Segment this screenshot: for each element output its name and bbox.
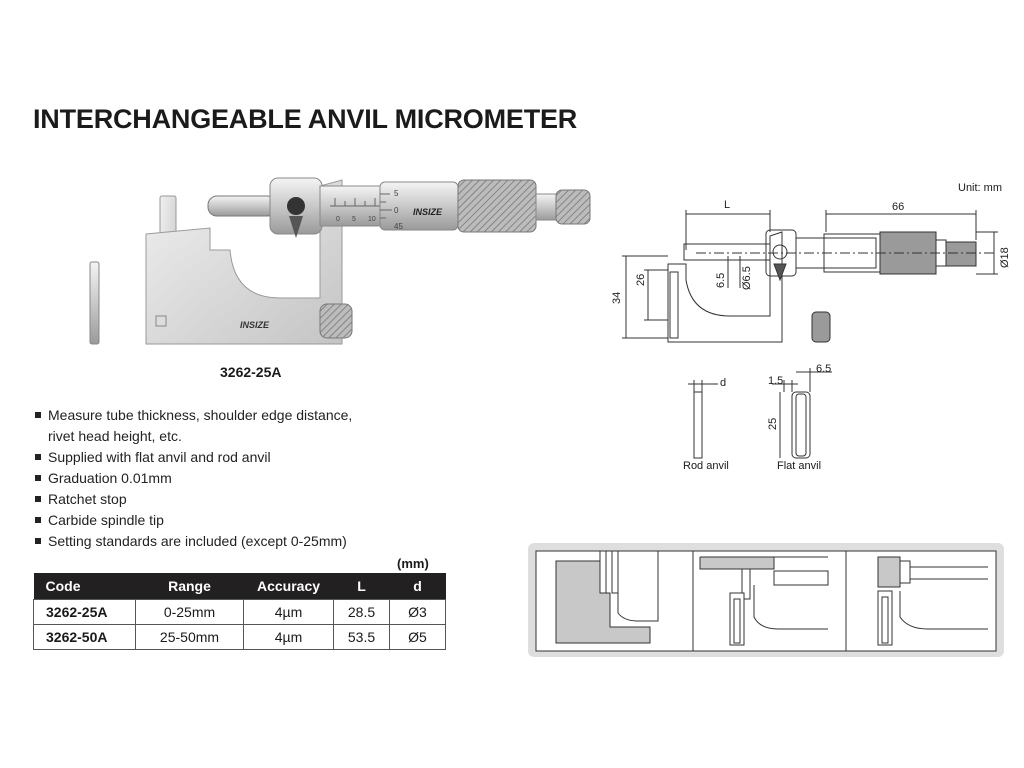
spec-table: Code Range Accuracy L d 3262-25A 0-25mm … (33, 573, 446, 650)
feature-item: Setting standards are included (except 0… (34, 531, 352, 552)
cell-l: 53.5 (333, 624, 390, 650)
dim-25: 25 (767, 418, 779, 430)
header-range: Range (135, 573, 244, 600)
table-unit: (mm) (397, 556, 429, 571)
dim-26: 26 (635, 274, 647, 286)
cell-d: Ø5 (389, 624, 446, 650)
frame-image (145, 179, 343, 345)
header-l: L (333, 573, 390, 600)
cell-range: 25-50mm (135, 624, 244, 650)
scale-s5: 5 (394, 189, 399, 198)
cell-accuracy: 4µm (243, 624, 334, 650)
rod-anvil-label: Rod anvil (683, 460, 729, 472)
feature-item: Graduation 0.01mm (34, 468, 352, 489)
dim-dia18: Ø18 (999, 247, 1010, 268)
model-caption: 3262-25A (220, 364, 282, 380)
cell-code: 3262-25A (33, 599, 136, 625)
brand-logo-head: INSIZE (413, 207, 443, 217)
cell-l: 28.5 (333, 599, 390, 625)
feature-item: Supplied with flat anvil and rod anvil (34, 447, 352, 468)
brand-logo-frame: INSIZE (240, 320, 270, 330)
page-title: INTERCHANGEABLE ANVIL MICROMETER (33, 104, 578, 134)
cell-d: Ø3 (389, 599, 446, 625)
dim-1-5: 1.5 (768, 375, 783, 387)
feature-item: Ratchet stop (34, 489, 352, 510)
table-row: 3262-50A 25-50mm 4µm 53.5 Ø5 (33, 624, 446, 650)
table-row: 3262-25A 0-25mm 4µm 28.5 Ø3 (33, 599, 446, 625)
scale-n3: 10 (368, 216, 376, 223)
dimension-drawing: L 66 Ø18 34 26 6.5 Ø6.5 d 1.5 6.5 25 (611, 199, 1010, 459)
header-code: Code (33, 573, 136, 600)
header-accuracy: Accuracy (243, 573, 334, 600)
usage-illustration (535, 550, 997, 652)
dim-34: 34 (611, 292, 623, 304)
drawing-unit: Unit: mm (958, 182, 1002, 194)
feature-list: Measure tube thickness, shoulder edge di… (34, 405, 352, 552)
flat-anvil-label: Flat anvil (777, 460, 822, 472)
micrometer-photo: 0 5 10 5 0 45 INSIZE INSIZE (89, 177, 591, 345)
scale-n2: 5 (352, 216, 356, 223)
feature-item: Measure tube thickness, shoulder edge di… (34, 405, 352, 426)
usage-diagrams (528, 543, 1004, 657)
scale-s0: 0 (394, 206, 399, 215)
feature-item: Carbide spindle tip (34, 510, 352, 531)
dim-d: d (720, 377, 726, 389)
dim-6-5: 6.5 (715, 273, 727, 288)
scale-s45: 45 (394, 222, 403, 231)
rod-anvil-image (89, 261, 100, 345)
feature-item: rivet head height, etc. (48, 428, 182, 444)
cell-range: 0-25mm (135, 599, 244, 625)
header-d: d (389, 573, 446, 600)
dim-66: 66 (892, 201, 904, 213)
cell-accuracy: 4µm (243, 599, 334, 625)
scale-n1: 0 (336, 216, 340, 223)
dim-dia6-5: Ø6.5 (741, 266, 753, 290)
cell-code: 3262-50A (33, 624, 136, 650)
dim-6-5b: 6.5 (816, 363, 831, 375)
table-header-row: Code Range Accuracy L d (33, 573, 446, 600)
dim-l: L (724, 199, 730, 211)
